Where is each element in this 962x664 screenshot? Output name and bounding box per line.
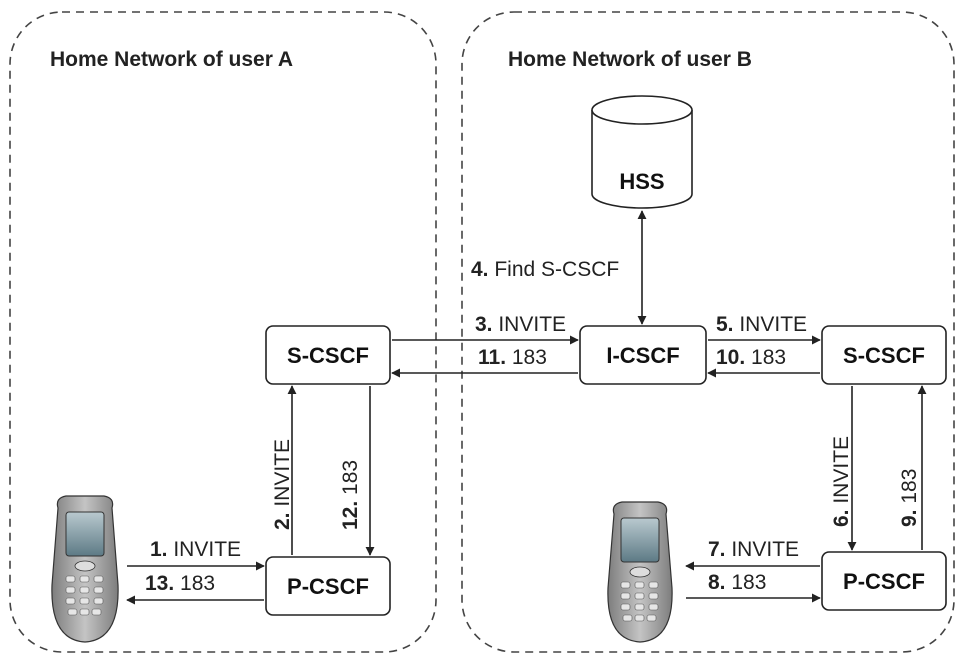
phone-b-nav-key: [629, 566, 651, 578]
phone-b-icon: [607, 501, 673, 643]
i-cscf-node: I-CSCF: [579, 325, 707, 385]
msg-6-label: 6. INVITE: [830, 436, 853, 527]
i-cscf-box: [579, 325, 707, 385]
phone-a-icon: [51, 495, 119, 643]
p-cscf-b-node: P-CSCF: [821, 551, 947, 611]
hss-label: HSS: [619, 169, 664, 194]
s-cscf-a-node: S-CSCF: [265, 325, 391, 385]
home-network-b-border: [461, 11, 955, 653]
home-network-a-border: [9, 11, 437, 653]
p-cscf-a-label: P-CSCF: [287, 574, 369, 599]
msg-7-label: 7. INVITE: [708, 538, 799, 561]
phone-a-nav-key: [74, 560, 96, 572]
msg-10-label: 10. 183: [716, 346, 786, 369]
msg-12-label: 12. 183: [339, 460, 362, 530]
s-cscf-b-box: [821, 325, 947, 385]
msg-9-label: 9. 183: [898, 469, 921, 527]
hss-cylinder-top: [591, 95, 693, 125]
phone-a-screen: [65, 511, 105, 557]
hss-database: HSS: [591, 95, 693, 209]
phone-b-keypad: [620, 581, 659, 622]
s-cscf-a-label: S-CSCF: [287, 343, 369, 368]
s-cscf-a-box: [265, 325, 391, 385]
i-cscf-label: I-CSCF: [606, 343, 679, 368]
home-network-b-title: Home Network of user B: [508, 48, 752, 71]
msg-11-label: 11. 183: [478, 346, 547, 369]
msg-3-label: 3. INVITE: [475, 313, 566, 336]
p-cscf-b-box: [821, 551, 947, 611]
s-cscf-b-node: S-CSCF: [821, 325, 947, 385]
p-cscf-b-label: P-CSCF: [843, 569, 925, 594]
hss-cylinder-body: [591, 110, 693, 209]
msg-4-label: 4. Find S-CSCF: [471, 258, 619, 281]
msg-8-label: 8. 183: [708, 571, 766, 594]
p-cscf-a-box: [265, 556, 391, 616]
phone-b-screen: [620, 517, 660, 563]
msg-13-label: 13. 183: [145, 572, 215, 595]
s-cscf-b-label: S-CSCF: [843, 343, 925, 368]
msg-2-label: 2. INVITE: [271, 439, 294, 530]
msg-5-label: 5. INVITE: [716, 313, 807, 336]
p-cscf-a-node: P-CSCF: [265, 556, 391, 616]
msg-1-label: 1. INVITE: [150, 538, 241, 561]
phone-a-keypad: [65, 575, 104, 616]
home-network-a-title: Home Network of user A: [50, 48, 293, 71]
